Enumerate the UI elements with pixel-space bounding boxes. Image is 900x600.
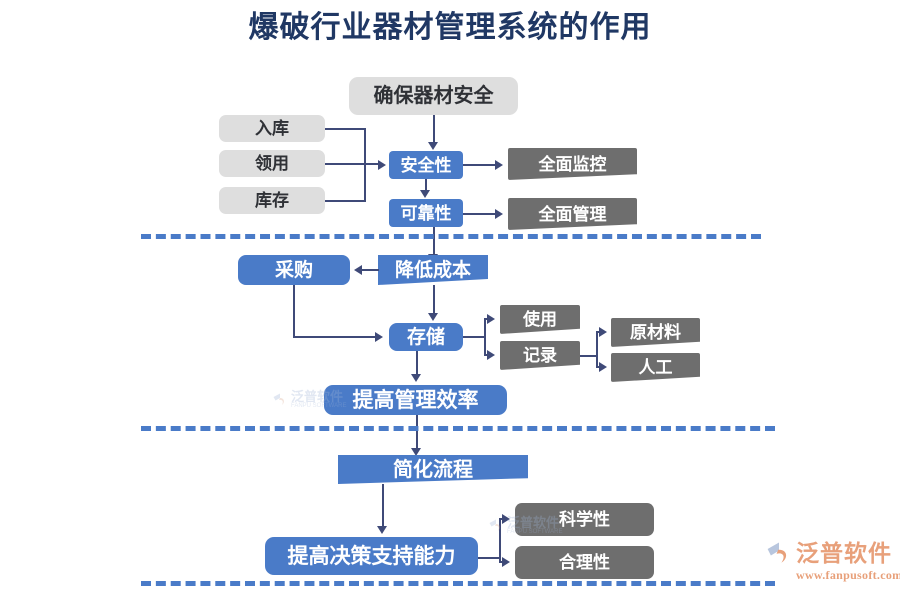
connector-decision-bus <box>499 518 501 563</box>
arrowhead-purchase-to-storage <box>375 332 383 342</box>
node-improve-management-efficiency[interactable]: 提高管理效率 <box>324 385 507 415</box>
arrowhead-reliability-to-management <box>495 209 503 219</box>
section-divider-1 <box>141 234 761 239</box>
connector-purchase-to-storage <box>293 336 376 338</box>
node-raw-material[interactable]: 原材料 <box>611 318 700 347</box>
connector-inventory-h <box>325 200 365 202</box>
node-inbound[interactable]: 入库 <box>219 115 325 142</box>
connector-decision-out <box>478 557 500 559</box>
connector-bus-to-record <box>484 354 488 356</box>
connector-process-to-decision <box>382 484 384 527</box>
connector-record-out <box>580 355 598 357</box>
connector-bus-to-scientific <box>499 518 503 520</box>
connector-bus-to-safety <box>364 163 381 165</box>
connector-bus-to-raw-material <box>596 331 600 333</box>
node-reliability[interactable]: 可靠性 <box>389 199 463 227</box>
connector-requisition-h <box>325 163 378 165</box>
connector-header-to-safety <box>433 115 435 142</box>
connector-record-bus <box>596 331 598 367</box>
node-inventory[interactable]: 库存 <box>219 187 325 214</box>
node-safety[interactable]: 安全性 <box>389 151 463 179</box>
fanpu-logo-mark-icon <box>273 393 284 405</box>
connector-bus-to-usage <box>484 318 488 320</box>
connector-bus-to-reasonable <box>499 561 503 563</box>
node-full-monitoring[interactable]: 全面监控 <box>508 148 637 180</box>
logo-url: www.fanpusoft.com <box>796 568 900 582</box>
arrowhead-storage-to-efficiency <box>411 374 421 382</box>
arrowhead-process-to-decision <box>377 526 387 534</box>
node-improve-decision-support[interactable]: 提高决策支持能力 <box>265 537 478 575</box>
node-labor[interactable]: 人工 <box>611 353 700 382</box>
node-requisition[interactable]: 领用 <box>219 150 325 177</box>
arrowhead-inputs-to-safety <box>378 160 386 170</box>
connector-cost-to-purchase <box>362 269 379 271</box>
arrowhead-safety-to-reliability <box>420 190 430 198</box>
arrowhead-decision-to-scientific <box>502 514 510 524</box>
arrowhead-record-to-raw-material <box>599 327 607 337</box>
connector-storage-bus <box>484 318 486 355</box>
arrowhead-safety-to-monitoring <box>495 160 503 170</box>
node-reasonable[interactable]: 合理性 <box>515 546 654 579</box>
node-usage[interactable]: 使用 <box>500 305 580 334</box>
arrowhead-header-to-safety <box>428 142 438 150</box>
node-storage[interactable]: 存储 <box>389 323 463 351</box>
connector-reliability-to-cost <box>433 227 435 258</box>
connector-storage-to-efficiency <box>416 351 418 375</box>
connector-cost-to-storage <box>433 285 435 314</box>
arrowhead-cost-to-purchase <box>354 265 362 275</box>
logo-name: 泛普软件 <box>796 539 892 566</box>
node-ensure-equipment-safety[interactable]: 确保器材安全 <box>349 77 518 115</box>
connector-inbound-h <box>325 128 365 130</box>
node-scientific[interactable]: 科学性 <box>515 503 654 536</box>
section-divider-3 <box>141 581 775 586</box>
arrowhead-efficiency-to-process <box>411 448 421 456</box>
node-record[interactable]: 记录 <box>500 341 580 370</box>
node-simplify-process[interactable]: 简化流程 <box>338 455 528 484</box>
arrowhead-storage-to-record <box>487 350 495 360</box>
connector-inputs-bus <box>364 128 366 202</box>
connector-efficiency-to-process <box>416 415 418 452</box>
brand-logo: 泛普软件 www.fanpusoft.com <box>766 540 900 583</box>
node-full-management[interactable]: 全面管理 <box>508 198 637 230</box>
connector-safety-to-monitoring <box>463 164 496 166</box>
node-reduce-cost[interactable]: 降低成本 <box>378 255 488 285</box>
arrowhead-cost-to-storage <box>428 313 438 321</box>
connector-reliability-to-management <box>463 213 496 215</box>
connector-bus-to-labor <box>596 366 600 368</box>
connector-storage-out <box>463 336 485 338</box>
page-title: 爆破行业器材管理系统的作用 <box>248 11 652 44</box>
fanpu-logo-mark-icon <box>767 542 787 563</box>
arrowhead-decision-to-reasonable <box>502 557 510 567</box>
connector-safety-to-reliability <box>425 179 427 191</box>
node-purchase[interactable]: 采购 <box>238 255 350 285</box>
arrowhead-record-to-labor <box>599 362 607 372</box>
arrowhead-storage-to-usage <box>487 314 495 324</box>
connector-purchase-down <box>293 285 295 337</box>
section-divider-2 <box>141 426 775 431</box>
